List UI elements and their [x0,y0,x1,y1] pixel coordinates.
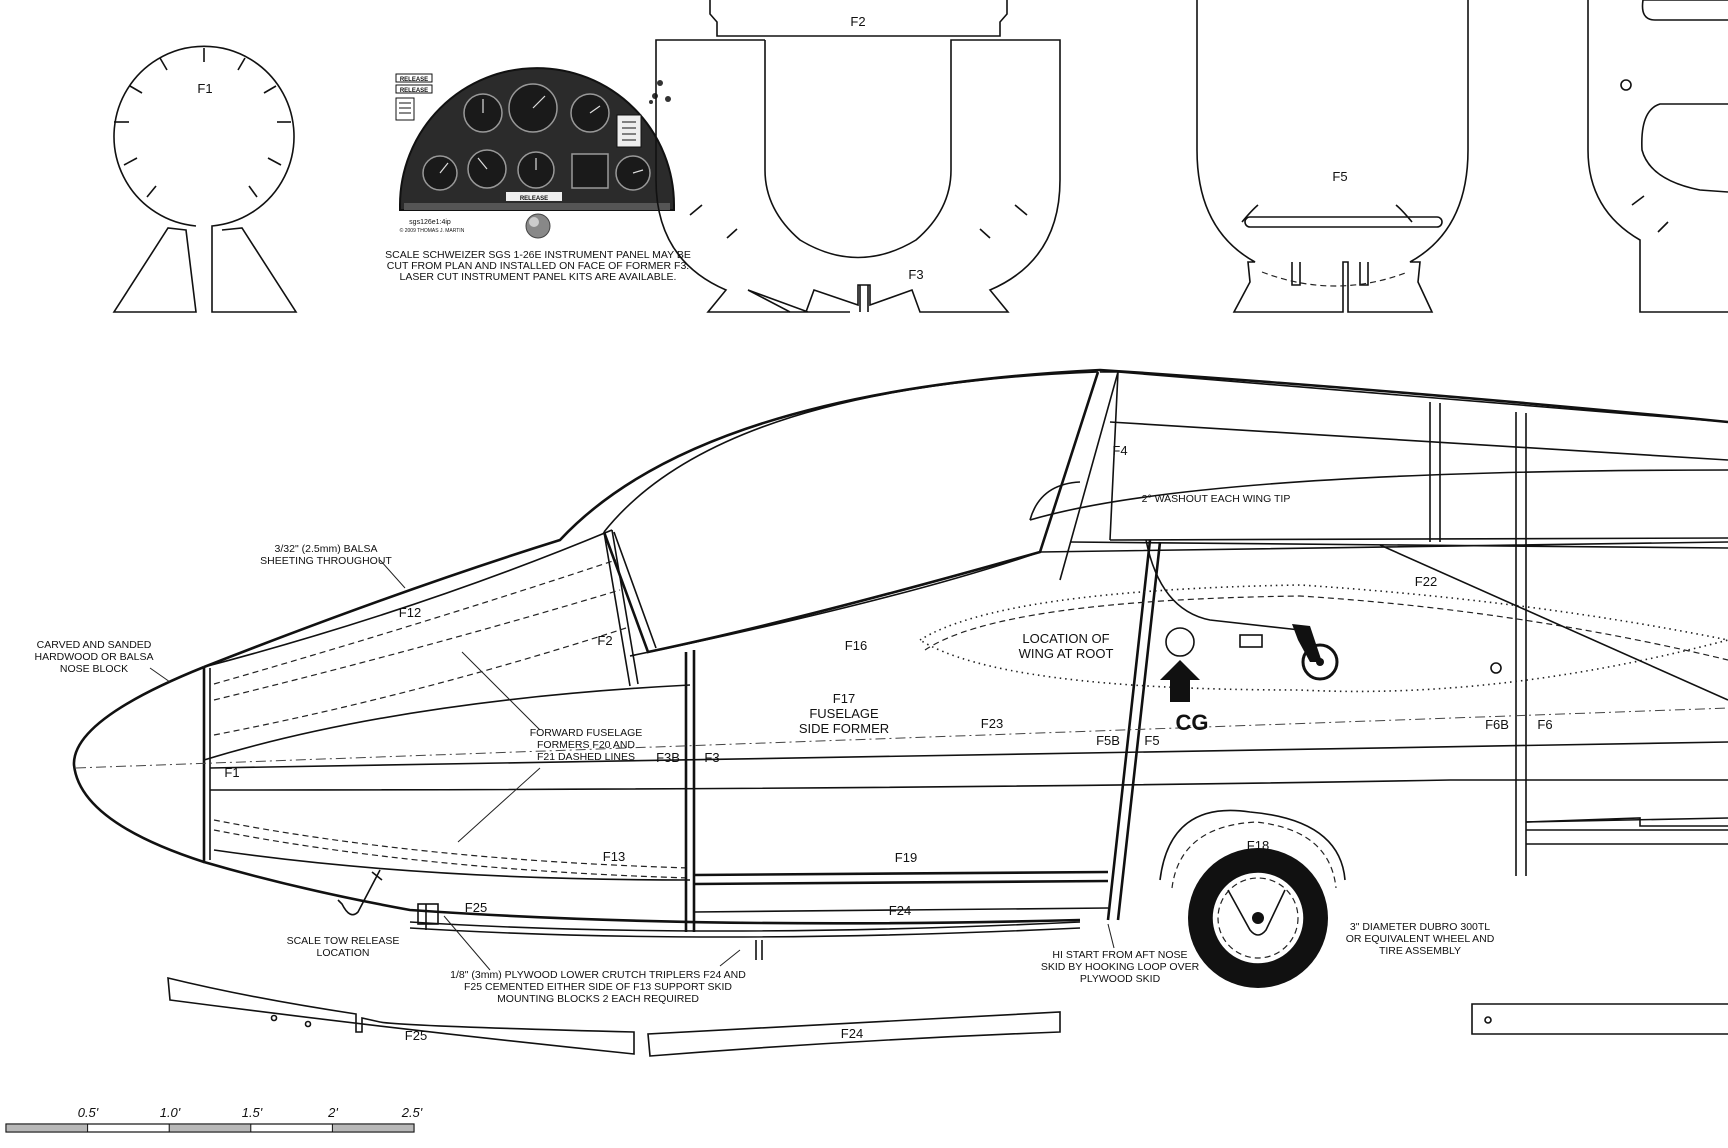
former-f5-label: F5 [1332,169,1347,184]
note-formers-3: F21 DASHED LINES [537,751,635,763]
note-crutch-2: F25 CEMENTED EITHER SIDE OF F13 SUPPORT … [464,981,732,993]
label-f18: F18 [1247,838,1269,853]
fuselage-side-view: F12 F2 F1 F3B F3 F4 F16 F17 FUSELAGE SID… [72,368,1728,988]
panel-note-line-3: LASER CUT INSTRUMENT PANEL KITS ARE AVAI… [400,271,677,283]
note-tow-release-2: LOCATION [317,947,370,959]
panel-copyright: © 2009 THOMAS J. MARTIN [400,227,465,234]
release-label-bottom: RELEASE [520,196,548,202]
label-f6: F6 [1537,717,1552,732]
label-wing-root-2: WING AT ROOT [1019,646,1114,661]
label-f5: F5 [1144,733,1159,748]
panel-note-line-1: SCALE SCHWEIZER SGS 1-26E INSTRUMENT PAN… [385,249,691,261]
label-f23: F23 [981,716,1003,731]
label-f13: F13 [603,849,625,864]
label-wing-root-1: LOCATION OF [1022,631,1109,646]
label-f4: F4 [1112,443,1127,458]
label-f3: F3 [704,750,719,765]
note-wheel-3: TIRE ASSEMBLY [1379,945,1461,957]
note-crutch-3: MOUNTING BLOCKS 2 EACH REQUIRED [497,993,699,1005]
former-partial-right [1587,0,1728,313]
scale-label-1-0: 1.0' [160,1105,181,1120]
scale-bar: 0.5' 1.0' 1.5' 2' 2.5' [5,1105,423,1133]
scale-label-1-5: 1.5' [242,1105,263,1120]
label-f6b: F6B [1485,717,1509,732]
note-tow-release-1: SCALE TOW RELEASE [287,935,400,947]
note-crutch-1: 1/8" (3mm) PLYWOOD LOWER CRUTCH TRIPLERS… [450,969,746,981]
note-formers-1: FORWARD FUSELAGE [530,727,643,739]
note-sheeting-2: SHEETING THROUGHOUT [260,555,392,567]
label-f24: F24 [889,903,911,918]
former-f2-label: F2 [850,14,865,29]
scale-label-0-5: 0.5' [78,1105,99,1120]
label-f17-line1: F17 [833,691,855,706]
label-f22: F22 [1415,574,1437,589]
label-f17-line3: SIDE FORMER [799,721,889,736]
former-f1-label: F1 [197,81,212,96]
instrument-panel: RELEASE RELEASE RELEASE sgs126e1:4ip © 2… [385,67,691,283]
note-formers-2: FORMERS F20 AND [537,739,635,751]
part-f25-label: F25 [405,1028,427,1043]
note-sheeting-1: 3/32" (2.5mm) BALSA [275,543,378,555]
panel-note-line-2: CUT FROM PLAN AND INSTALLED ON FACE OF F… [387,260,689,272]
note-wheel-1: 3" DIAMETER DUBRO 300TL [1350,921,1490,933]
former-f3-label: F3 [908,267,923,282]
former-f2-f3-part: F2 F3 [655,0,1061,313]
plan-notes: 3/32" (2.5mm) BALSA SHEETING THROUGHOUT … [34,543,1494,1005]
part-f24-label: F24 [841,1026,863,1041]
label-f2: F2 [597,633,612,648]
label-f3b: F3B [656,750,680,765]
note-hi-start-3: PLYWOOD SKID [1080,973,1161,985]
note-nose-block-1: CARVED AND SANDED [37,639,152,651]
label-washout: 2° WASHOUT EACH WING TIP [1142,493,1291,505]
scale-label-2-5: 2.5' [401,1105,423,1120]
note-nose-block-2: HARDWOOD OR BALSA [34,651,153,663]
label-f1: F1 [224,765,239,780]
label-f12: F12 [399,605,421,620]
note-nose-block-3: NOSE BLOCK [60,663,128,675]
loose-parts: F25 F24 [167,976,1728,1057]
former-f5-part: F5 [1196,0,1469,313]
label-f16: F16 [845,638,867,653]
note-wheel-2: OR EQUIVALENT WHEEL AND [1346,933,1495,945]
former-f1-part: F1 [112,45,298,313]
note-hi-start-2: SKID BY HOOKING LOOP OVER [1041,961,1200,973]
note-hi-start-1: HI START FROM AFT NOSE [1052,949,1187,961]
label-f5b: F5B [1096,733,1120,748]
release-label-mid: RELEASE [400,88,428,94]
label-f25: F25 [465,900,487,915]
label-f19: F19 [895,850,917,865]
label-cg: CG [1176,710,1209,735]
release-label-top: RELEASE [400,77,428,83]
scale-label-2: 2' [327,1105,338,1120]
panel-file-name: sgs126e1:4ip [409,219,451,226]
label-f17-line2: FUSELAGE [809,706,879,721]
